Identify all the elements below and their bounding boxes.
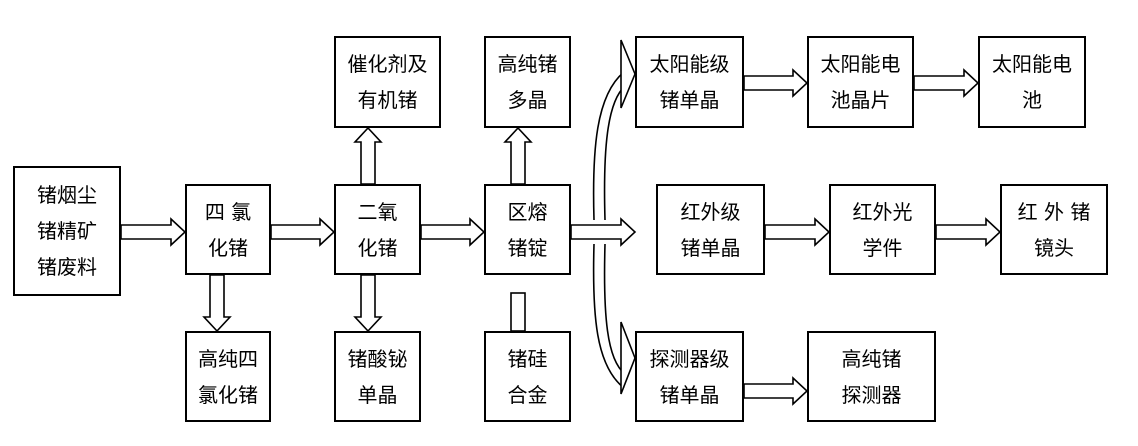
node-solar-crystal-line-1: 太阳能级: [649, 52, 730, 76]
node-tetrachloride-line-1: 四 氯: [204, 199, 252, 224]
arrow-zone-ingot-to-infrared-crystal: [570, 217, 637, 247]
node-solar-crystal-line-2: 锗单晶: [659, 88, 720, 112]
node-detector-crystal: 探测器级锗单晶: [635, 331, 744, 422]
arrow-dioxide-to-bismuth-germanate: [353, 274, 383, 333]
node-detector-crystal-line-1: 探测器级: [649, 346, 730, 371]
node-detector-crystal-line-2: 锗单晶: [659, 382, 720, 407]
node-zone-ingot: 区熔锗锭: [484, 184, 571, 275]
node-bismuth-germanate: 锗酸铋单晶: [334, 331, 421, 422]
node-silicon-alloy-line-1: 锗硅: [507, 346, 548, 371]
branch-curve-upper-inner: [603, 85, 626, 221]
arrow-solar-crystal-to-wafer: [743, 68, 809, 98]
arrow-solar-wafer-to-cell: [913, 68, 980, 98]
arrow-detector-crystal-to-detector: [743, 376, 809, 406]
arrow-zone-ingot-to-polycrystal: [503, 126, 533, 185]
node-solar-wafer-line-2: 池晶片: [830, 88, 891, 112]
node-catalyst-organic: 催化剂及有机锗: [334, 36, 441, 128]
node-silicon-alloy: 锗硅合金: [484, 331, 571, 422]
arrow-tetrachloride-to-dioxide: [270, 217, 336, 247]
node-high-purity-poly-line-2: 多晶: [507, 88, 548, 112]
branch-curve-lower: [592, 243, 625, 389]
arrow-dioxide-to-zone-ingot: [420, 217, 486, 247]
node-high-purity-poly: 高纯锗多晶: [484, 36, 571, 128]
arrow-infrared-optics-to-lens: [935, 217, 1002, 247]
node-tetrachloride-line-2: 化锗: [207, 235, 248, 260]
node-high-purity-tetrachloride-line-2: 氯化锗: [198, 382, 258, 407]
node-detector-line-2: 探测器: [841, 382, 902, 407]
node-infrared-lens: 红 外 锗镜头: [1000, 184, 1108, 275]
node-solar-wafer-line-1: 太阳能电: [820, 52, 901, 76]
node-raw-materials-line-3: 锗废料: [37, 255, 97, 279]
node-infrared-lens-line-1: 红 外 锗: [1017, 199, 1091, 224]
node-raw-materials: 锗烟尘锗精矿锗废料: [13, 166, 121, 296]
arrow-infrared-crystal-to-optics: [764, 217, 831, 247]
node-solar-cell-line-1: 太阳能电: [992, 52, 1072, 76]
node-infrared-optics-line-2: 学件: [862, 235, 903, 260]
node-solar-wafer: 太阳能电池晶片: [807, 36, 914, 128]
arrow-dioxide-to-catalyst: [353, 126, 383, 185]
node-solar-cell: 太阳能电池: [978, 36, 1086, 128]
node-high-purity-tetrachloride-line-1: 高纯四: [198, 346, 258, 371]
arrow-tetrachloride-to-high-purity: [202, 274, 232, 333]
node-catalyst-organic-line-1: 催化剂及: [347, 52, 428, 76]
node-infrared-optics: 红外光学件: [829, 184, 936, 275]
arrow-raw-to-tetrachloride: [120, 217, 187, 247]
node-tetrachloride: 四 氯化锗: [185, 184, 271, 275]
node-bismuth-germanate-line-1: 锗酸铋: [347, 346, 408, 371]
node-detector: 高纯锗探测器: [807, 331, 936, 422]
branch-curve-lower-inner: [603, 243, 626, 375]
node-infrared-optics-line-1: 红外光: [852, 199, 913, 224]
node-dioxide-line-1: 二氧: [357, 199, 398, 224]
node-catalyst-organic-line-2: 有机锗: [357, 88, 418, 112]
node-infrared-crystal: 红外级锗单晶: [656, 184, 765, 275]
stub-silicon-alloy: [510, 292, 526, 332]
node-raw-materials-line-2: 锗精矿: [37, 219, 97, 243]
node-solar-cell-line-2: 池: [1022, 88, 1042, 112]
node-infrared-lens-line-2: 镜头: [1034, 235, 1074, 260]
node-zone-ingot-line-1: 区熔: [507, 199, 548, 224]
node-detector-line-1: 高纯锗: [841, 346, 902, 371]
node-high-purity-poly-line-1: 高纯锗: [497, 52, 558, 76]
arrow-head-solar-crystal: [620, 39, 636, 109]
node-bismuth-germanate-line-2: 单晶: [357, 382, 398, 407]
node-dioxide: 二氧化锗: [334, 184, 421, 275]
branch-curve-upper: [592, 71, 625, 221]
node-dioxide-line-2: 化锗: [357, 235, 398, 260]
node-zone-ingot-line-2: 锗锭: [507, 235, 548, 260]
node-solar-crystal: 太阳能级锗单晶: [635, 36, 744, 128]
node-high-purity-tetrachloride: 高纯四氯化锗: [185, 331, 271, 422]
arrow-head-detector-crystal: [620, 321, 636, 395]
node-raw-materials-line-1: 锗烟尘: [37, 183, 97, 207]
node-infrared-crystal-line-2: 锗单晶: [680, 235, 741, 260]
node-infrared-crystal-line-1: 红外级: [680, 199, 741, 224]
node-silicon-alloy-line-2: 合金: [507, 382, 548, 407]
